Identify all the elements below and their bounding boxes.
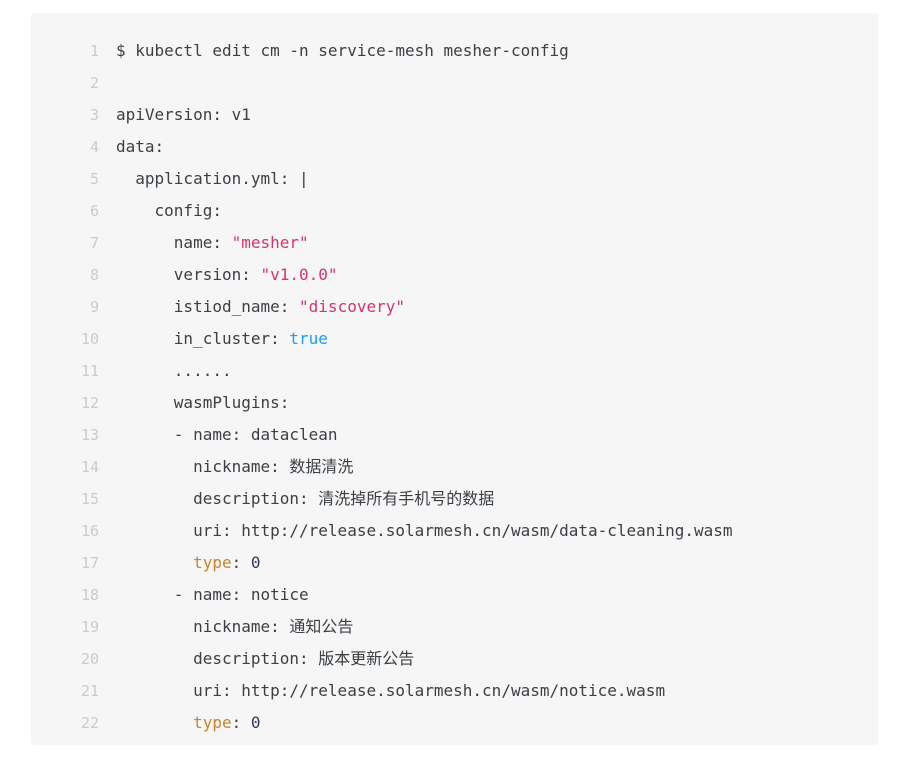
line-number: 20	[80, 650, 99, 668]
code-line: 11 ......	[31, 355, 878, 387]
code-token-plain: nickname: 通知公告	[116, 617, 354, 636]
code-token-number: 0	[250, 713, 261, 732]
code-line-content: - name: notice	[99, 579, 878, 611]
code-line: 1 $ kubectl edit cm -n service-mesh meshe…	[31, 35, 878, 67]
line-number: 1	[89, 42, 99, 60]
code-token-string: "discovery"	[299, 297, 405, 316]
code-line-content: nickname: 通知公告	[99, 611, 878, 643]
line-number: 14	[80, 458, 99, 476]
code-line: 15 description: 清洗掉所有手机号的数据	[31, 483, 878, 515]
code-token-plain: :	[231, 553, 251, 572]
code-token-plain: config:	[116, 201, 222, 220]
code-token-number: 0	[250, 553, 261, 572]
line-number: 5	[89, 170, 99, 188]
line-number: 16	[80, 522, 99, 540]
code-line: 21 uri: http://release.solarmesh.cn/wasm…	[31, 675, 878, 707]
code-line-list: 1 $ kubectl edit cm -n service-mesh meshe…	[31, 35, 878, 739]
code-line-content: application.yml: |	[99, 163, 878, 195]
code-line: 16 uri: http://release.solarmesh.cn/wasm…	[31, 515, 878, 547]
code-line: 14 nickname: 数据清洗	[31, 451, 878, 483]
code-token-plain	[116, 713, 193, 732]
code-token-plain: nickname: 数据清洗	[116, 457, 354, 476]
code-line-content: version: "v1.0.0"	[99, 259, 878, 291]
code-line: 5 application.yml: |	[31, 163, 878, 195]
code-line: 3 apiVersion: v1	[31, 99, 878, 131]
line-number: 19	[80, 618, 99, 636]
line-number: 22	[80, 714, 99, 732]
code-line: 4 data:	[31, 131, 878, 163]
code-line: 22 type: 0	[31, 707, 878, 739]
code-token-plain: - name: notice	[116, 585, 309, 604]
code-token-plain: version:	[116, 265, 261, 284]
code-line-content: $ kubectl edit cm -n service-mesh mesher…	[99, 35, 878, 67]
code-token-plain: $ kubectl edit cm -n service-mesh mesher…	[116, 41, 569, 60]
code-token-plain: in_cluster:	[116, 329, 290, 348]
code-line: 9 istiod_name: "discovery"	[31, 291, 878, 323]
code-token-plain: application.yml: |	[116, 169, 309, 188]
line-number: 4	[89, 138, 99, 156]
code-token-boolean: true	[289, 329, 328, 348]
code-line-content: data:	[99, 131, 878, 163]
line-number: 9	[89, 298, 99, 316]
code-line-content: description: 版本更新公告	[99, 643, 878, 675]
code-line: 8 version: "v1.0.0"	[31, 259, 878, 291]
line-number: 15	[80, 490, 99, 508]
line-number: 18	[80, 586, 99, 604]
code-token-string: "v1.0.0"	[260, 265, 338, 284]
code-line-content: ......	[99, 355, 878, 387]
code-line: 19 nickname: 通知公告	[31, 611, 878, 643]
code-token-plain: name:	[116, 233, 232, 252]
code-token-plain: istiod_name:	[116, 297, 300, 316]
code-line: 10 in_cluster: true	[31, 323, 878, 355]
code-line-content: type: 0	[99, 547, 878, 579]
code-token-plain: wasmPlugins:	[116, 393, 290, 412]
code-line-content: - name: dataclean	[99, 419, 878, 451]
code-token-highlight_key: type	[193, 553, 232, 572]
code-line-content: apiVersion: v1	[99, 99, 878, 131]
code-block[interactable]: 1 $ kubectl edit cm -n service-mesh meshe…	[31, 13, 878, 745]
code-line-content: uri: http://release.solarmesh.cn/wasm/da…	[99, 515, 878, 547]
code-token-plain: description: 版本更新公告	[116, 649, 415, 668]
line-number: 13	[80, 426, 99, 444]
code-line-content: config:	[99, 195, 878, 227]
code-line-content: in_cluster: true	[99, 323, 878, 355]
line-number: 21	[80, 682, 99, 700]
code-token-plain	[116, 553, 193, 572]
code-line-content: istiod_name: "discovery"	[99, 291, 878, 323]
code-line-content: description: 清洗掉所有手机号的数据	[99, 483, 878, 515]
code-line-content: name: "mesher"	[99, 227, 878, 259]
code-token-plain: uri: http://release.solarmesh.cn/wasm/no…	[116, 681, 666, 700]
code-line-content: uri: http://release.solarmesh.cn/wasm/no…	[99, 675, 878, 707]
code-token-plain: uri: http://release.solarmesh.cn/wasm/da…	[116, 521, 733, 540]
code-token-plain: :	[231, 713, 251, 732]
code-token-plain: data:	[116, 137, 165, 156]
line-number: 6	[89, 202, 99, 220]
code-line: 13 - name: dataclean	[31, 419, 878, 451]
code-line: 2	[31, 67, 878, 99]
line-number: 17	[80, 554, 99, 572]
code-token-plain: - name: dataclean	[116, 425, 338, 444]
line-number: 3	[89, 106, 99, 124]
code-token-plain: ......	[116, 361, 232, 380]
line-number: 8	[89, 266, 99, 284]
code-token-plain: description: 清洗掉所有手机号的数据	[116, 489, 495, 508]
line-number: 10	[80, 330, 99, 348]
code-line: 20 description: 版本更新公告	[31, 643, 878, 675]
code-line-content: nickname: 数据清洗	[99, 451, 878, 483]
code-line: 12 wasmPlugins:	[31, 387, 878, 419]
code-token-string: "mesher"	[231, 233, 309, 252]
code-token-highlight_key: type	[193, 713, 232, 732]
code-line-content: type: 0	[99, 707, 878, 739]
code-token-plain: apiVersion: v1	[116, 105, 251, 124]
code-line: 7 name: "mesher"	[31, 227, 878, 259]
line-number: 7	[89, 234, 99, 252]
line-number: 11	[80, 362, 99, 380]
line-number: 12	[80, 394, 99, 412]
code-line: 18 - name: notice	[31, 579, 878, 611]
line-number: 2	[89, 74, 99, 92]
code-line: 17 type: 0	[31, 547, 878, 579]
code-line: 6 config:	[31, 195, 878, 227]
code-line-content: wasmPlugins:	[99, 387, 878, 419]
